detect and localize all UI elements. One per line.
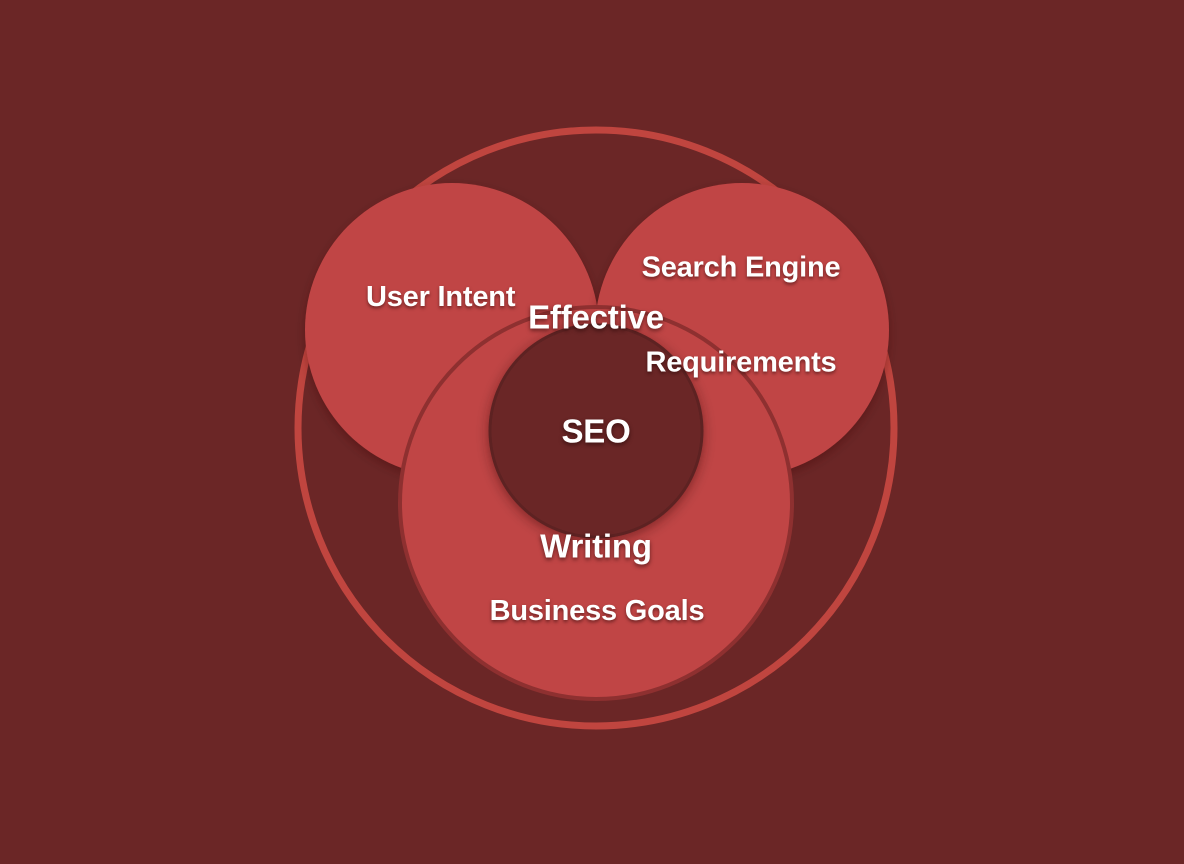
- circle-effective-seo-writing: [488, 323, 704, 539]
- outer-boundary-ring: [294, 126, 898, 730]
